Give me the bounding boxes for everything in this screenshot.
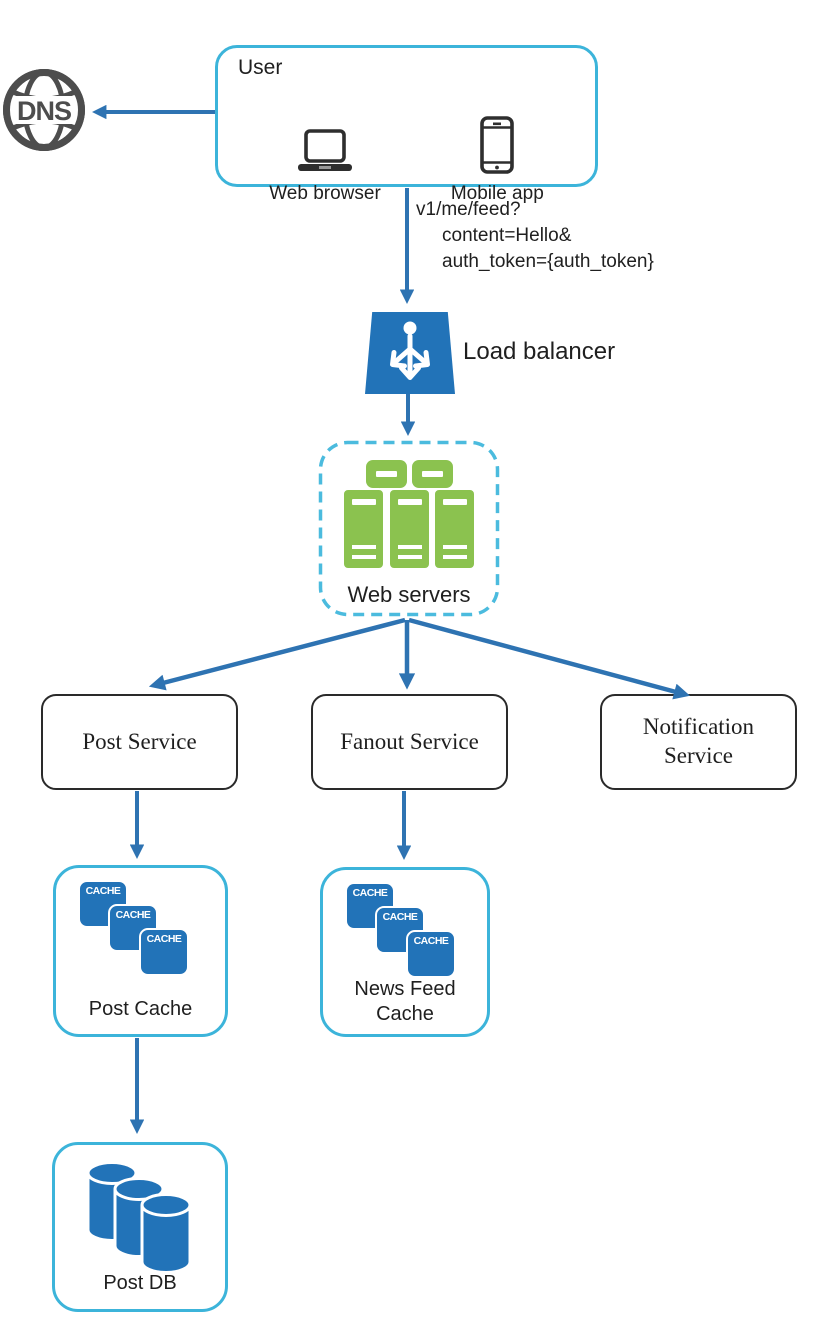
cache-badge: CACHE bbox=[139, 928, 189, 976]
edge-web-servers-to-notification-service bbox=[408, 617, 691, 700]
dns-node: DNS bbox=[2, 67, 86, 153]
post-cache-label: Post Cache bbox=[88, 998, 193, 1020]
request-line: content=Hello& bbox=[442, 225, 572, 246]
request-line: auth_token={auth_token} bbox=[442, 251, 654, 272]
post-cache-box: CACHE CACHE CACHE Post Cache bbox=[53, 865, 228, 1037]
cache-stack-icon: CACHE CACHE CACHE bbox=[78, 880, 190, 977]
server-bubble-icon bbox=[412, 460, 453, 490]
mobile-app-device: Mobile app bbox=[451, 116, 544, 205]
notification-service-label: Notification Service bbox=[642, 714, 755, 768]
laptop-icon bbox=[298, 129, 353, 171]
database-icon bbox=[86, 1161, 192, 1274]
server-bubble-icon bbox=[366, 460, 407, 490]
notification-service-box: Notification Service bbox=[600, 694, 797, 790]
dns-label: DNS bbox=[17, 96, 71, 126]
server-tower-icon bbox=[433, 488, 476, 570]
web-browser-device: Web browser bbox=[269, 128, 381, 205]
post-service-label: Post Service bbox=[82, 728, 197, 754]
post-db-box: Post DB bbox=[52, 1142, 228, 1312]
news-feed-cache-box: CACHE CACHE CACHE News Feed Cache bbox=[320, 867, 490, 1037]
cache-badge: CACHE bbox=[406, 930, 456, 978]
request-label: v1/me/feed? content=Hello& auth_token={a… bbox=[416, 197, 654, 275]
web-servers-box: Web servers bbox=[318, 440, 500, 617]
load-balancer-label: Load balancer bbox=[463, 338, 616, 365]
user-box-title: User bbox=[238, 56, 283, 79]
load-balancer-icon bbox=[365, 312, 455, 394]
edge-web-servers-to-post-service bbox=[148, 617, 406, 691]
post-db-label: Post DB bbox=[103, 1272, 177, 1294]
server-tower-icon bbox=[342, 488, 385, 570]
cache-stack-icon: CACHE CACHE CACHE bbox=[345, 882, 457, 979]
dashed-border bbox=[318, 440, 500, 617]
smartphone-icon bbox=[480, 116, 515, 174]
post-service-box: Post Service bbox=[41, 694, 238, 790]
mobile-app-label: Mobile app bbox=[450, 183, 544, 204]
globe-icon: DNS bbox=[3, 69, 85, 151]
news-feed-cache-label: News Feed Cache bbox=[354, 978, 456, 1025]
server-tower-icon bbox=[388, 488, 431, 570]
web-browser-label: Web browser bbox=[269, 183, 381, 204]
fanout-service-box: Fanout Service bbox=[311, 694, 508, 790]
web-servers-label: Web servers bbox=[347, 582, 471, 607]
request-line: v1/me/feed? bbox=[416, 199, 521, 220]
server-cluster-icon bbox=[342, 458, 476, 572]
fanout-service-label: Fanout Service bbox=[340, 728, 479, 754]
user-box: User Web browser Mobile app bbox=[215, 45, 598, 204]
device-row: Web browser Mobile app bbox=[218, 116, 595, 205]
